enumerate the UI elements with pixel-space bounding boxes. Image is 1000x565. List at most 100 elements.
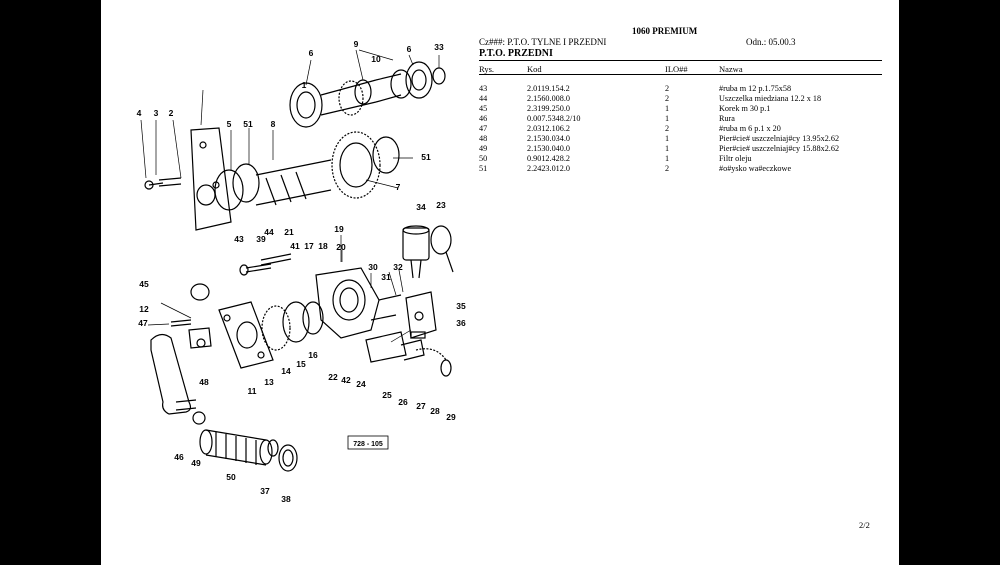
cell-nazwa: Rura: [719, 114, 735, 123]
flange-plate: [218, 301, 324, 369]
cell-ilo: 1: [665, 154, 670, 163]
callout-20: 20: [336, 242, 346, 252]
cell-rys: 46: [479, 114, 488, 123]
cell-kod: 2.3199.250.0: [527, 104, 570, 113]
callout-50: 50: [226, 472, 236, 482]
callout-17: 17: [304, 241, 314, 251]
table-row: 51 2.2423.012.0 2 #o#ysko wa#eczkowe: [479, 164, 884, 174]
cell-rys: 47: [479, 124, 488, 133]
cell-kod: 2.2423.012.0: [527, 164, 570, 173]
section-title: P.T.O. PRZEDNI: [479, 48, 553, 59]
cell-rys: 48: [479, 134, 488, 143]
callout-4: 4: [137, 108, 142, 118]
cell-ilo: 1: [665, 104, 670, 113]
callout-19: 19: [334, 224, 344, 234]
document-page: 1060 PREMIUM Cz###: P.T.O. TYLNE I PRZED…: [101, 0, 899, 565]
diagram-drawing: [140, 49, 454, 472]
cell-kod: 2.0119.154.2: [527, 84, 570, 93]
callout-27: 27: [416, 401, 426, 411]
cell-nazwa: #ruba m 12 p.1.75x58: [719, 84, 792, 93]
col-header-rys: Rys.: [479, 64, 495, 74]
callout-6: 6: [407, 44, 412, 54]
cell-ilo: 1: [665, 114, 670, 123]
col-header-ilo: ILO##: [665, 64, 688, 74]
solenoid-assembly: [402, 225, 454, 279]
cell-ilo: 2: [665, 94, 670, 103]
table-row: 47 2.0312.106.2 2 #ruba m 6 p.1 x 20: [479, 124, 884, 134]
cell-rys: 45: [479, 104, 488, 113]
diagram-reference-box: 728 - 105: [347, 435, 389, 450]
exploded-parts-diagram: 1234551678910633513423214439434117181920…: [137, 39, 466, 504]
callout-41: 41: [290, 241, 300, 251]
document-title: 1060 PREMIUM: [632, 26, 698, 36]
callout-6: 6: [309, 48, 314, 58]
cell-nazwa: #o#ysko wa#eczkowe: [719, 164, 792, 173]
callout-12: 12: [139, 304, 149, 314]
callout-38: 38: [281, 494, 291, 504]
table-row: 45 2.3199.250.0 1 Korek m 30 p.1: [479, 104, 884, 114]
callout-9: 9: [354, 39, 359, 49]
cell-ilo: 2: [665, 84, 670, 93]
cell-nazwa: Korek m 30 p.1: [719, 104, 771, 113]
cell-rys: 49: [479, 144, 488, 153]
callout-43: 43: [234, 234, 244, 244]
group-label: Cz###: P.T.O. TYLNE I PRZEDNI: [479, 37, 607, 47]
pump-housing: [315, 267, 437, 339]
col-header-kod: Kod: [527, 64, 542, 74]
col-header-nazwa: Nazwa: [719, 64, 743, 74]
callout-2: 2: [169, 108, 174, 118]
callout-15: 15: [296, 359, 306, 369]
callout-42: 42: [341, 375, 351, 385]
callout-47: 47: [138, 318, 148, 328]
callout-29: 29: [446, 412, 456, 422]
callout-51: 51: [243, 119, 253, 129]
cell-kod: 2.0312.106.2: [527, 124, 570, 133]
cell-rys: 43: [479, 84, 488, 93]
callout-5: 5: [227, 119, 232, 129]
cell-ilo: 1: [665, 144, 670, 153]
cell-nazwa: Pier#cie# uszczelniaj#cy 15.88x2.62: [719, 144, 840, 153]
callout-1: 1: [302, 80, 307, 90]
callout-11: 11: [248, 386, 257, 396]
cell-nazwa: #ruba m 6 p.1 x 20: [719, 124, 781, 133]
main-shaft-assembly: [144, 127, 400, 231]
cell-nazwa: Filtr oleju: [719, 154, 752, 163]
cell-ilo: 2: [665, 164, 670, 173]
cell-kod: 2.1560.008.0: [527, 94, 570, 103]
callout-7: 7: [396, 182, 401, 192]
oil-filter: [199, 429, 298, 472]
spool-valve: [365, 331, 452, 377]
cell-rys: 44: [479, 94, 488, 103]
cell-kod: 0.9012.428.2: [527, 154, 570, 163]
callout-14: 14: [281, 366, 291, 376]
callout-22: 22: [328, 372, 338, 382]
callout-23: 23: [436, 200, 446, 210]
cell-kod: 2.1530.040.0: [527, 144, 570, 153]
callout-31: 31: [381, 272, 391, 282]
callout-30: 30: [368, 262, 378, 272]
callout-32: 32: [393, 262, 403, 272]
leader-lines: [140, 49, 440, 343]
cell-nazwa: Pier#cie# uszczelniaj#cy 13.95x2.62: [719, 134, 840, 143]
cell-ilo: 2: [665, 124, 670, 133]
callout-44: 44: [264, 227, 274, 237]
callout-3: 3: [154, 108, 159, 118]
cell-rys: 51: [479, 164, 488, 173]
table-header-rule: [479, 74, 882, 75]
diagram-reference: 728 - 105: [353, 441, 383, 448]
callout-8: 8: [271, 119, 276, 129]
section-code: Odn.: 05.00.3: [746, 37, 796, 47]
upper-shaft-assembly: [289, 61, 446, 128]
callout-24: 24: [356, 379, 366, 389]
callout-35: 35: [456, 301, 466, 311]
callout-33: 33: [434, 42, 444, 52]
callout-13: 13: [264, 377, 274, 387]
cell-rys: 50: [479, 154, 488, 163]
page-number: 2/2: [859, 520, 870, 530]
cell-ilo: 1: [665, 134, 670, 143]
callout-25: 25: [382, 390, 392, 400]
callout-39: 39: [256, 234, 266, 244]
